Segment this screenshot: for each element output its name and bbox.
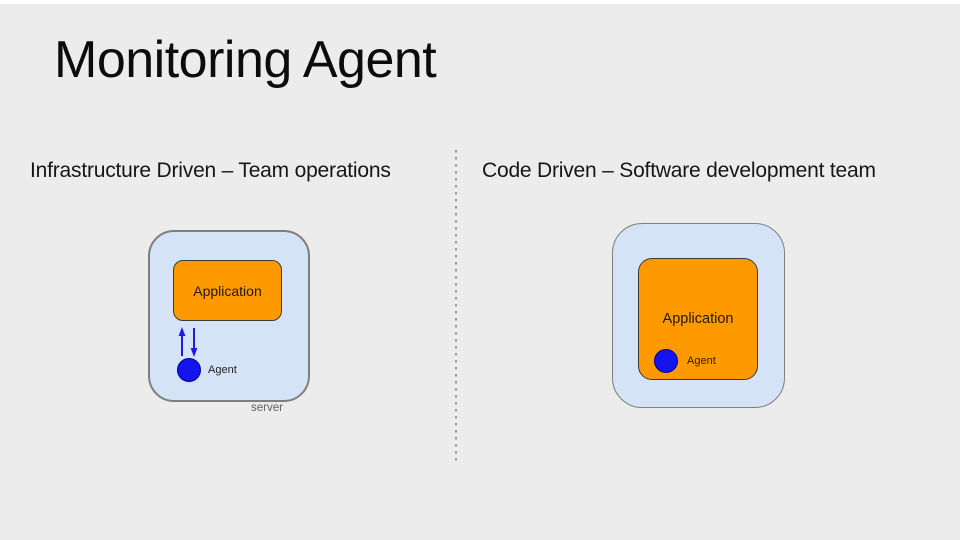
left-agent-circle-icon (177, 358, 201, 382)
right-section-heading: Code Driven – Software development team (482, 159, 876, 182)
left-section-heading: Infrastructure Driven – Team operations (30, 159, 391, 182)
top-white-strip (0, 0, 960, 4)
slide-title: Monitoring Agent (54, 31, 437, 89)
right-agent-label: Agent (687, 355, 716, 367)
right-application-label: Application (662, 311, 734, 327)
left-application-label: Application (193, 282, 262, 299)
left-agent-label: Agent (208, 364, 237, 376)
left-server-label: server (251, 402, 283, 414)
left-application-box: Application (173, 260, 282, 321)
dotted-divider (455, 150, 457, 465)
bidirectional-arrows-icon (178, 327, 198, 357)
right-agent-circle-icon (654, 349, 678, 373)
